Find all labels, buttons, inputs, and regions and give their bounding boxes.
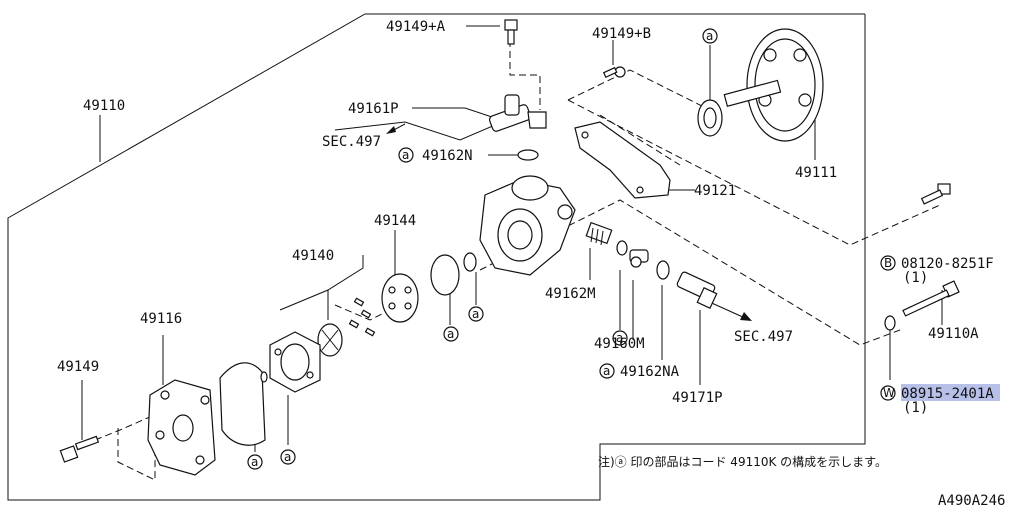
label-49149: 49149 — [57, 359, 99, 375]
svg-text:a: a — [603, 364, 610, 378]
bolt-49149b-icon — [602, 66, 626, 79]
arrow-head-icon — [386, 126, 396, 134]
diagram-code: A490A246 — [938, 493, 1005, 509]
marker-a-icon: a — [468, 306, 484, 322]
fitting-49161p-icon — [488, 94, 547, 132]
svg-text:a: a — [616, 331, 623, 345]
side-plate-49140-icon — [269, 331, 321, 393]
marker-a-icon: a — [247, 454, 263, 470]
oring-tiny-icon — [260, 371, 268, 383]
marker-a-icon: a — [702, 28, 718, 44]
label-49110a: 49110A — [928, 326, 979, 342]
svg-text:a: a — [402, 148, 409, 162]
bolt-49110a-icon — [902, 280, 960, 317]
spring-49162m-icon — [585, 221, 613, 246]
valve-49160m-icon — [629, 249, 649, 268]
guide-line — [567, 69, 711, 111]
label-49160m: 49160M — [594, 336, 645, 352]
bracket-49121-icon — [574, 121, 671, 199]
marker-a-icon: a — [599, 363, 615, 379]
guide-line — [94, 394, 201, 441]
oring-small-icon — [463, 252, 477, 272]
guide-line — [599, 114, 681, 166]
label-qty-08915: (1) — [903, 400, 928, 416]
leader-line — [412, 107, 496, 119]
label-49171p: 49171P — [672, 390, 723, 406]
search-highlight — [901, 384, 1000, 401]
marker-a-icon: a — [612, 330, 628, 346]
label-49116: 49116 — [140, 311, 182, 327]
svg-text:a: a — [706, 29, 713, 43]
label-49140: 49140 — [292, 248, 334, 264]
leader-line — [334, 121, 496, 141]
footnote: 注)ⓐ 印の部品はコード 49110K の構成を示します。 — [598, 454, 887, 469]
svg-text:a: a — [251, 455, 258, 469]
guide-line — [509, 40, 541, 110]
washer-08915-icon — [884, 315, 896, 331]
gasket-icon — [219, 362, 266, 446]
label-08915-2401a: 08915-2401A — [901, 386, 994, 402]
guide-line — [117, 428, 156, 481]
label-08120-8251f: 08120-8251F — [901, 256, 994, 272]
label-49161p: 49161P — [348, 101, 399, 117]
assembly-frame — [7, 13, 866, 501]
bolt-08120-icon — [920, 183, 951, 205]
label-qty-08120: (1) — [903, 270, 928, 286]
pump-body-icon — [479, 175, 576, 276]
svg-text:a: a — [472, 307, 479, 321]
label-sec497-top[interactable]: SEC.497 — [322, 134, 381, 150]
svg-text:a: a — [284, 450, 291, 464]
oring-icon — [616, 240, 628, 256]
label-sec497-bottom[interactable]: SEC.497 — [734, 329, 793, 345]
marker-a-icon: a — [280, 449, 296, 465]
vanes-icon — [348, 297, 376, 337]
connector-49171p-icon — [676, 271, 718, 310]
oring-49162na-icon — [656, 260, 670, 280]
rotor-icon — [317, 323, 343, 357]
marker-b-icon: B — [880, 255, 896, 271]
marker-w-icon: W — [880, 385, 896, 401]
label-49149a: 49149+A — [386, 19, 446, 35]
svg-text:B: B — [884, 256, 892, 270]
label-49162n: 49162N — [422, 148, 473, 164]
label-49162m: 49162M — [545, 286, 596, 302]
cam-ring-49144-icon — [381, 273, 419, 323]
svg-text:a: a — [447, 327, 454, 341]
bolt-49149-icon — [59, 435, 100, 463]
label-49110: 49110 — [83, 98, 125, 114]
svg-text:W: W — [883, 386, 895, 400]
marker-a-icon: a — [398, 147, 414, 163]
label-49149b: 49149+B — [592, 26, 651, 42]
cover-49116-icon — [147, 379, 216, 476]
leader-line — [279, 255, 364, 311]
pulley-49111-icon — [697, 28, 824, 142]
bolt-49149a-icon — [504, 19, 518, 45]
oring-large-icon — [430, 254, 460, 296]
marker-a-icon: a — [443, 326, 459, 342]
label-49121: 49121 — [694, 183, 736, 199]
label-49162na: 49162NA — [620, 364, 680, 380]
label-49144: 49144 — [374, 213, 416, 229]
arrow-head-icon — [740, 312, 752, 321]
guide-line — [567, 99, 941, 246]
label-49111: 49111 — [795, 165, 837, 181]
oring-49162n-icon — [517, 149, 539, 161]
